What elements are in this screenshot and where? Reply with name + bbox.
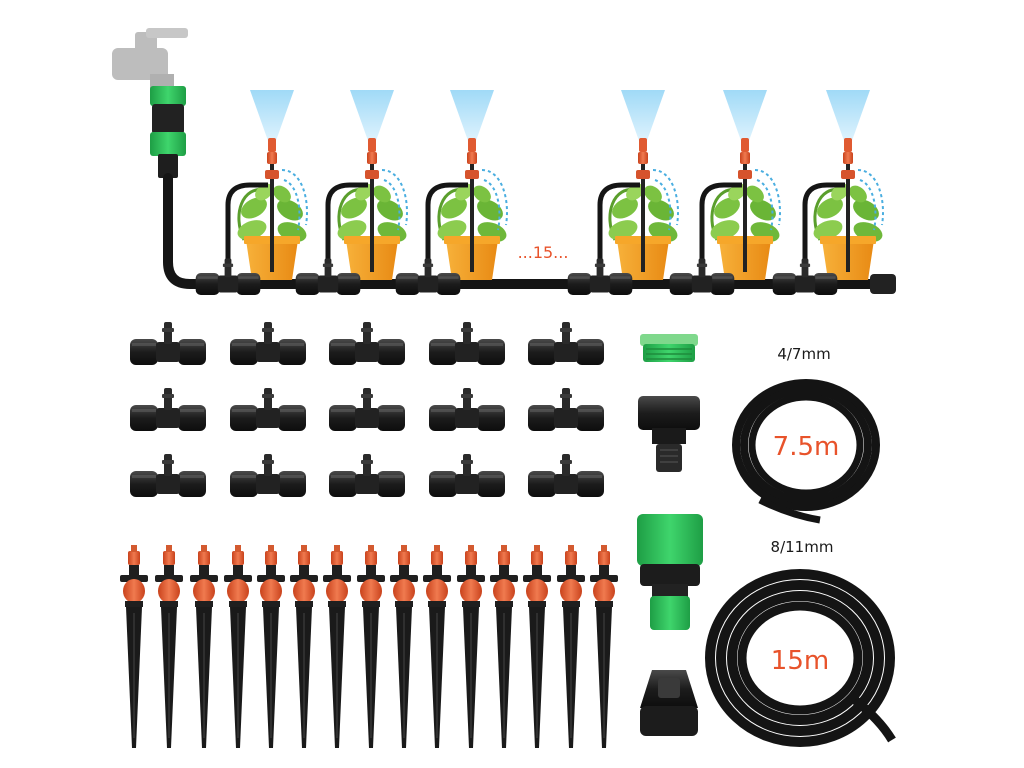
small-hose-coil: 4/7mm 7.5m	[732, 345, 880, 524]
faucet-quick-connector	[150, 86, 186, 178]
drip-stake-row	[119, 544, 619, 749]
large-hose-length-label: 15m	[771, 646, 829, 676]
ellipsis-count-label: ...15...	[518, 243, 569, 262]
large-hose-coil: 8/11mm 15m	[705, 538, 896, 747]
small-hose-length-label: 7.5m	[773, 432, 840, 462]
faucet-connector	[638, 396, 700, 472]
end-cap	[640, 670, 698, 736]
small-hose-size-label: 4/7mm	[777, 345, 830, 363]
faucet-icon	[112, 28, 188, 90]
thread-adapter	[640, 334, 698, 362]
adapter-column	[637, 334, 703, 736]
tee-connector-grid	[130, 322, 604, 497]
large-hose-size-label: 8/11mm	[771, 538, 834, 556]
installation-diagram: ...15...	[112, 28, 896, 296]
quick-connector	[637, 514, 703, 630]
